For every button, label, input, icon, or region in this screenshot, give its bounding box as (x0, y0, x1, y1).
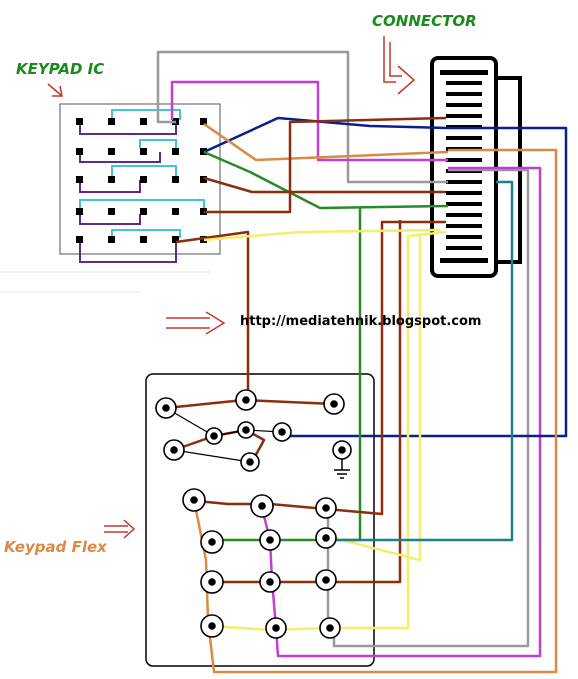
arrow-connector-icon (383, 36, 416, 95)
arrow-keypad-ic-icon (47, 83, 63, 97)
keypad-ic (59, 103, 221, 263)
blog-url[interactable]: http://mediatehnik.blogspot.com (240, 314, 482, 329)
ic-internal-cyan-traces (79, 109, 205, 238)
wire-yellow-flex-col (325, 234, 422, 562)
keypad-flex-body (145, 373, 375, 667)
flex-pads (155, 389, 352, 639)
arrow-flex-icon (104, 519, 136, 539)
wire-orange-flex (192, 148, 558, 674)
arrow-url-icon (166, 311, 226, 335)
wire-yellow-ic (203, 228, 441, 242)
keypad-flex-label: Keypad Flex (4, 538, 107, 556)
ic-internal-purple-traces (79, 124, 177, 263)
wire-gray-top (156, 50, 448, 184)
connector-label: CONNECTOR (372, 12, 477, 30)
ground-icon (334, 459, 350, 479)
wire-brown-keys (175, 230, 250, 398)
keypad-ic-label: KEYPAD IC (16, 60, 105, 78)
wire-brown-a (203, 176, 446, 194)
wire-navy-ic (203, 116, 449, 154)
keypad-flex (145, 373, 375, 667)
wire-brown-b (204, 116, 447, 214)
background-streaks (0, 271, 470, 326)
wire-teal-flex (330, 180, 514, 542)
wire-yellow-flex (211, 230, 447, 632)
wire-orange-ic (203, 122, 449, 162)
wire-magenta-top (170, 80, 448, 162)
wire-navy-flex (282, 126, 568, 438)
wire-green-ic (203, 150, 449, 210)
